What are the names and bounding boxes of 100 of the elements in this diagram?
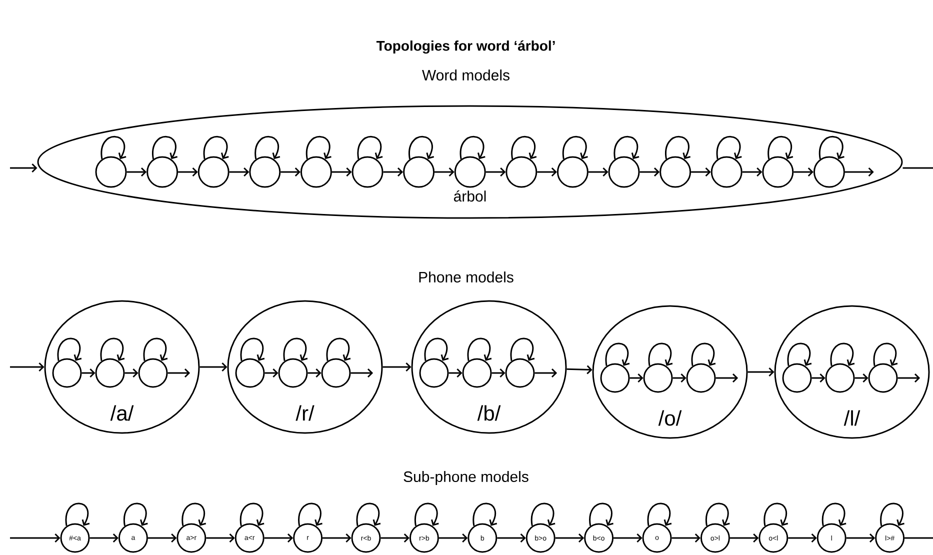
arrow: [206, 533, 235, 543]
arrow: [630, 373, 644, 383]
self-loop-arrow: [830, 342, 855, 366]
arrow: [438, 533, 468, 543]
arrow: [898, 373, 920, 383]
arrow: [794, 167, 814, 177]
arrow: [555, 533, 584, 543]
state-circle: [462, 358, 492, 388]
state-circle: [454, 156, 486, 188]
self-loop-arrow: [424, 338, 449, 361]
self-loop-arrow: [768, 136, 794, 160]
arrow: [588, 167, 608, 177]
arrow: [691, 167, 711, 177]
arrow: [534, 368, 558, 378]
self-loop-arrow: [787, 342, 812, 366]
self-loop-arrow: [764, 502, 788, 526]
arrow: [280, 167, 300, 177]
state-circle: [146, 156, 178, 188]
self-loop-arrow: [57, 338, 82, 361]
state-circle: [710, 156, 742, 188]
arrow: [448, 368, 462, 378]
arrow: [148, 533, 177, 543]
self-loop-arrow: [530, 502, 556, 526]
self-loop-arrow: [510, 338, 535, 361]
arrow: [716, 373, 738, 383]
state-circle: [600, 363, 630, 393]
arrow: [200, 362, 228, 372]
self-loop-arrow: [326, 338, 351, 361]
self-loop-arrow: [648, 342, 673, 366]
self-loop-arrow: [818, 136, 844, 160]
self-loop-arrow: [240, 502, 264, 526]
self-loop-arrow: [357, 136, 383, 160]
self-loop-arrow: [647, 502, 672, 526]
arrow: [10, 362, 44, 372]
state-circle: [556, 156, 588, 188]
arrow: [672, 533, 700, 543]
arrow: [168, 368, 190, 378]
self-loop-arrow: [100, 338, 125, 361]
state-circle: [608, 156, 640, 188]
self-loop-arrow: [124, 502, 148, 526]
state-circle: [813, 156, 845, 188]
state-circle: [419, 358, 449, 388]
arrow: [788, 533, 817, 543]
self-loop-arrow: [665, 136, 691, 160]
self-loop-arrow: [460, 136, 486, 160]
state-circle: [762, 156, 794, 188]
arrow: [537, 167, 557, 177]
section-heading: Phone models: [419, 272, 514, 282]
arrow: [10, 533, 60, 543]
arrow: [497, 533, 526, 543]
arrow: [90, 533, 118, 543]
state-circle: [686, 363, 716, 393]
arrow: [614, 533, 642, 543]
state-circle: [52, 358, 82, 388]
state-circle: [403, 156, 435, 188]
state-circle: [278, 358, 308, 388]
state-circle: [249, 156, 281, 188]
arrow: [332, 167, 352, 177]
state-circle: [95, 156, 127, 188]
arrow: [672, 373, 686, 383]
arrow: [434, 167, 454, 177]
self-loop-arrow: [240, 338, 265, 361]
arrow: [492, 368, 506, 378]
arrow: [126, 167, 147, 177]
arrow: [383, 167, 404, 177]
arrow: [854, 373, 868, 383]
self-loop-arrow: [408, 136, 434, 160]
state-circle: [235, 358, 265, 388]
arrow: [486, 167, 506, 177]
self-loop-arrow: [414, 502, 439, 526]
arrow: [82, 368, 96, 378]
title: Topologies for word ‘árbol’: [376, 40, 555, 54]
state-circle: [198, 156, 230, 188]
self-loop-arrow: [283, 338, 308, 361]
arrow: [566, 365, 592, 374]
self-loop-arrow: [511, 136, 537, 160]
self-loop-arrow: [298, 502, 322, 526]
section-heading: Word models: [422, 70, 510, 80]
arrow: [308, 368, 322, 378]
arrow: [229, 167, 250, 177]
arrow: [322, 533, 352, 543]
self-loop-arrow: [873, 342, 898, 366]
self-loop-arrow: [254, 136, 280, 160]
line: [904, 537, 933, 539]
arrow: [380, 533, 410, 543]
self-loop-arrow: [880, 502, 904, 526]
state-circle: [506, 156, 538, 188]
state-circle: [300, 156, 332, 188]
state-circle: [352, 156, 384, 188]
arrow: [10, 163, 38, 173]
state-circle: [868, 363, 898, 393]
arrow: [742, 167, 762, 177]
self-loop-arrow: [562, 136, 588, 160]
arrow: [350, 368, 374, 378]
arrow: [812, 373, 826, 383]
state-circle: [95, 358, 125, 388]
arrow: [124, 368, 138, 378]
self-loop-arrow: [65, 502, 90, 526]
self-loop-arrow: [822, 502, 846, 526]
arrow: [178, 167, 198, 177]
